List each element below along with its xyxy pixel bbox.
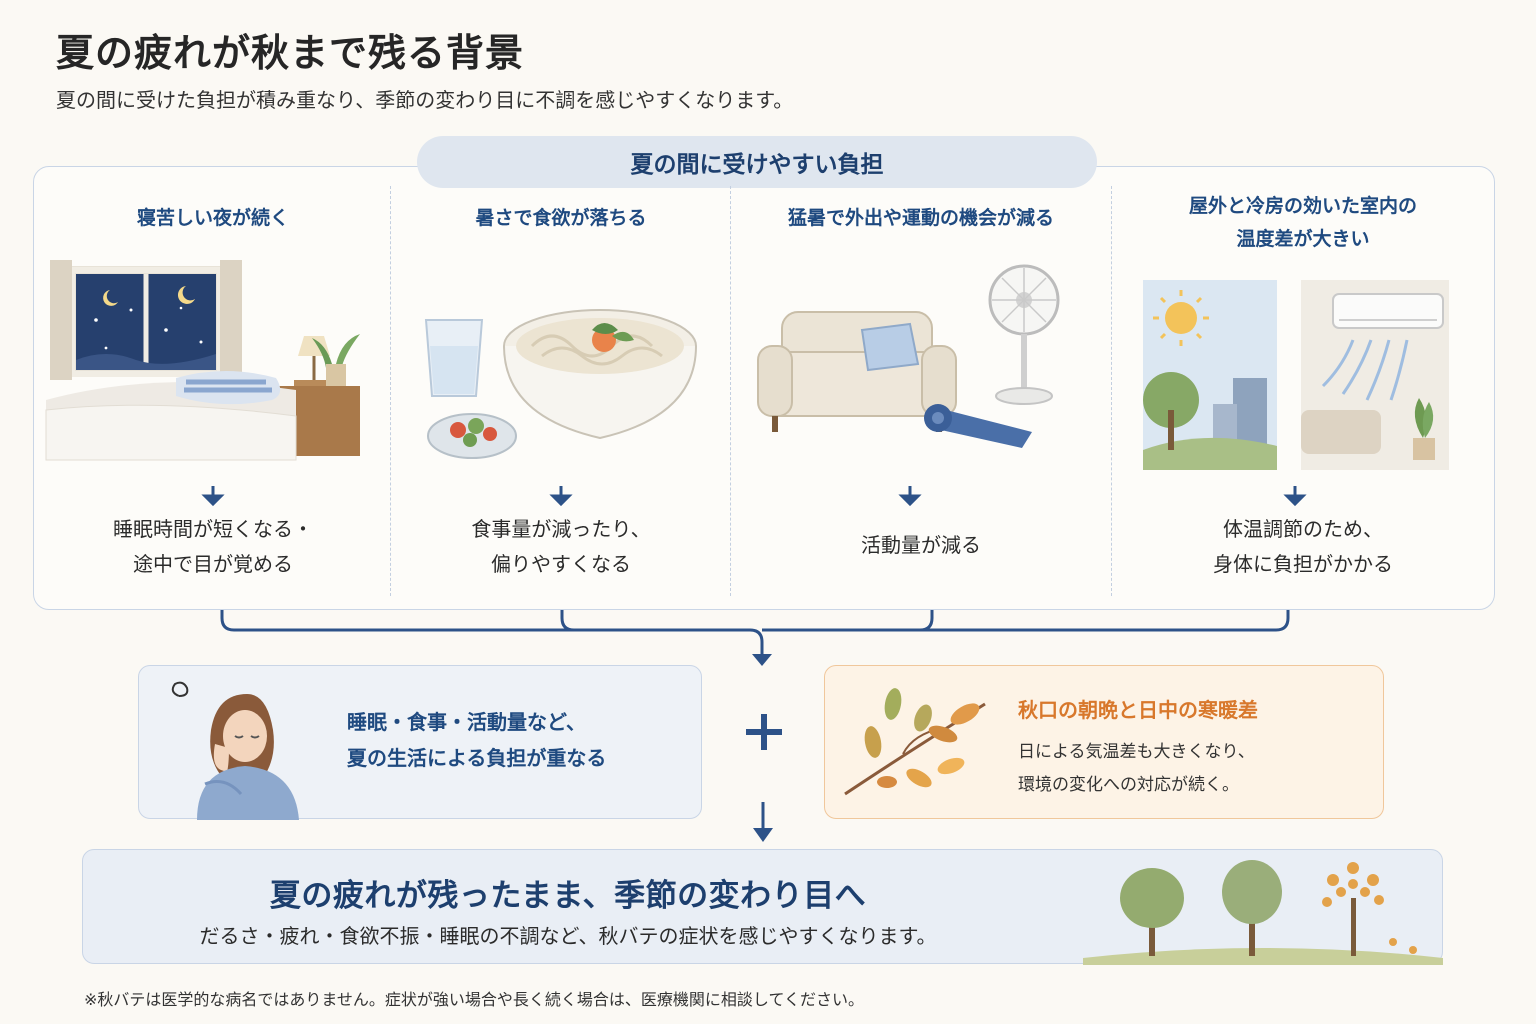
seasonal-trees-icon bbox=[1083, 860, 1443, 965]
down-arrow-icon bbox=[36, 484, 390, 508]
down-arrow-icon bbox=[745, 800, 781, 848]
column-result: 体温調節のため、 身体に負担がかかる bbox=[1213, 517, 1393, 576]
column-divider bbox=[390, 186, 391, 596]
burden-column-sleep: 寝苦しい夜が続く bbox=[36, 190, 390, 600]
column-heading: 猛暑で外出や運動の機会が減る bbox=[787, 207, 1054, 229]
autumn-branch-icon bbox=[844, 688, 986, 796]
conclusion-box: 夏の疲れが残ったまま、季節の変わり目へ だるさ・疲れ・食欲不振・睡眠の不調など、… bbox=[82, 849, 1443, 965]
column-result: 睡眠時間が短くなる・ 途中で目が覚める bbox=[113, 517, 313, 576]
autumn-title: 秋口の朝晩と日中の寒暖差 bbox=[1018, 698, 1258, 722]
accumulated-burden-text: 睡眠・食事・活動量など、 夏の生活による負担が重なる bbox=[347, 710, 607, 770]
footnote: ※秋バテは医学的な病名ではありません。症状が強い場合や長く続く場合は、医療機関に… bbox=[84, 990, 864, 1009]
column-heading: 暑さで食欲が落ちる bbox=[475, 207, 647, 229]
merge-connector bbox=[0, 600, 1536, 680]
burden-column-appetite: 暑さで食欲が落ちる 食事量が減ったり、 偏りやすくなる bbox=[392, 190, 730, 600]
page-title: 夏の疲れが秋まで残る背景 bbox=[56, 31, 525, 75]
column-divider bbox=[1111, 186, 1112, 596]
conclusion-title: 夏の疲れが残ったまま、季節の変わり目へ bbox=[269, 878, 867, 914]
tired-woman-icon bbox=[171, 681, 299, 820]
column-heading: 屋外と冷房の効いた室内の 温度差が大きい bbox=[1188, 195, 1417, 250]
conclusion-body: だるさ・疲れ・食欲不振・睡眠の不調など、秋バテの症状を感じやすくなります。 bbox=[199, 924, 937, 948]
sofa-fan-icon bbox=[732, 260, 1110, 480]
down-arrow-icon bbox=[1113, 484, 1493, 508]
accumulated-burden-box: 睡眠・食事・活動量など、 夏の生活による負担が重なる bbox=[138, 665, 702, 820]
burden-header: 夏の間に受けやすい負担 bbox=[417, 136, 1097, 188]
page-subtitle: 夏の間に受けた負担が積み重なり、季節の変わり目に不調を感じやすくなります。 bbox=[56, 88, 794, 112]
bedroom-night-icon bbox=[36, 260, 390, 480]
column-result: 食事量が減ったり、 偏りやすくなる bbox=[471, 517, 651, 576]
down-arrow-icon bbox=[392, 484, 730, 508]
autumn-body: 日による気温差も大きくなり、 環境の変化への対応が続く。 bbox=[1018, 742, 1255, 795]
burden-column-activity: 猛暑で外出や運動の機会が減る 活動量が減る bbox=[732, 190, 1110, 600]
column-heading: 寝苦しい夜が続く bbox=[136, 207, 289, 229]
autumn-temperature-box: 秋口の朝晩と日中の寒暖差 日による気温差も大きくなり、 環境の変化への対応が続く… bbox=[824, 665, 1384, 819]
plus-icon bbox=[742, 710, 786, 754]
burden-column-temperature: 屋外と冷房の効いた室内の 温度差が大きい bbox=[1113, 190, 1493, 600]
outdoor-aircon-icon bbox=[1113, 260, 1493, 480]
column-result: 活動量が減る bbox=[861, 533, 981, 557]
column-divider bbox=[730, 186, 731, 596]
down-arrow-icon bbox=[732, 484, 1110, 508]
noodle-meal-icon bbox=[392, 260, 730, 480]
